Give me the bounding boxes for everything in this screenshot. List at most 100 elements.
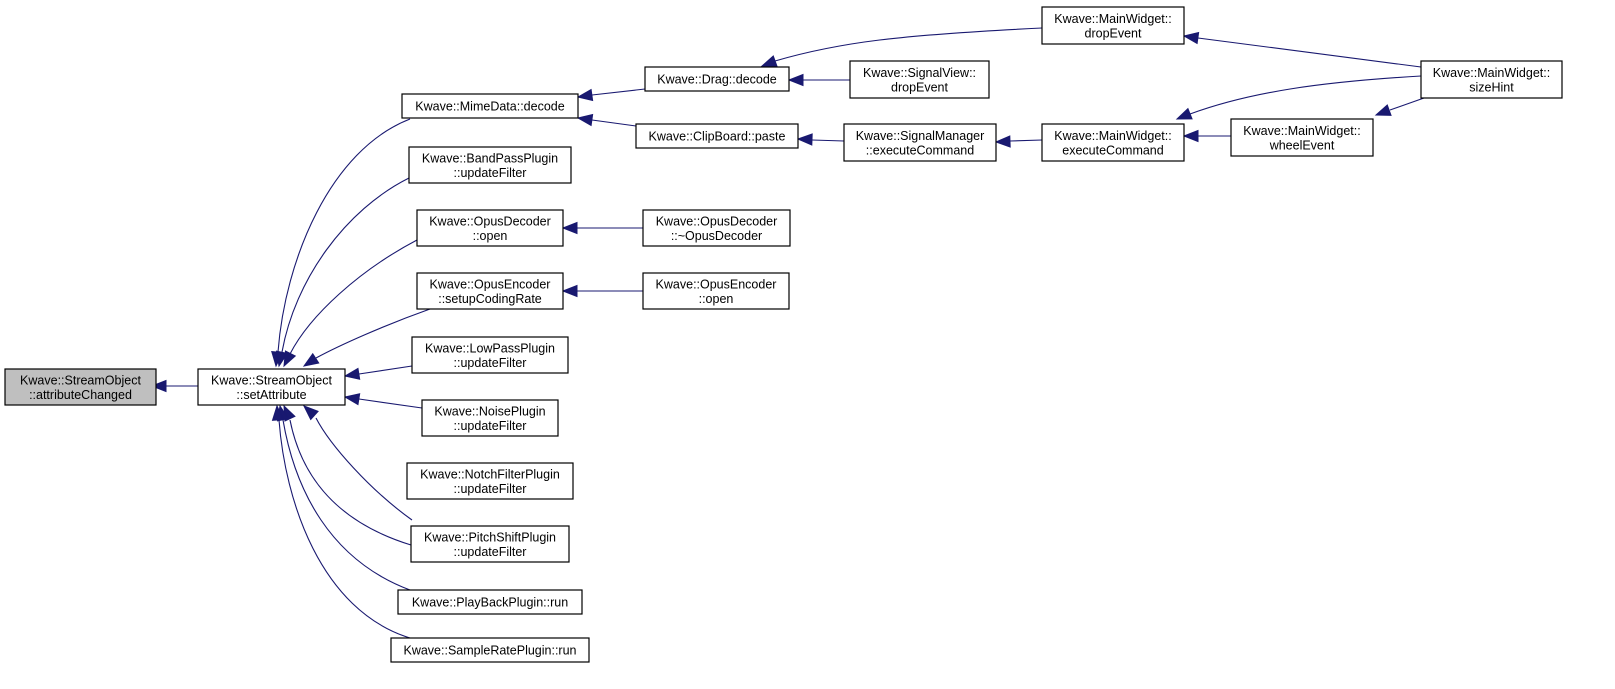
graph-node-smExec[interactable]: Kwave::SignalManager::executeCommand [843,123,997,162]
graph-node-playback[interactable]: Kwave::PlayBackPlugin::run [397,589,583,615]
graph-node-dragDecode[interactable]: Kwave::Drag::decode [644,66,790,92]
edge-line [315,308,431,359]
node-label-line: Kwave::OpusEncoder [430,277,551,291]
arrowhead-icon [760,55,778,67]
edge-line [591,88,646,96]
node-box [1230,118,1374,157]
node-label-line: ::setAttribute [236,388,306,402]
node-label-line: Kwave::SignalManager [856,129,985,143]
node-label-line: dropEvent [891,80,949,94]
node-label-line: Kwave::NoisePlugin [434,404,545,418]
edge-line [281,177,410,353]
node-label-line: Kwave::StreamObject [211,373,332,387]
graph-node-clipPaste[interactable]: Kwave::ClipBoard::paste [635,123,799,149]
node-label-line: executeCommand [1062,143,1163,157]
node-box [390,637,590,663]
graph-node-mwDrop[interactable]: Kwave::MainWidget::dropEvent [1041,6,1185,45]
call-edge-noise-to-setAttribute [343,393,423,409]
graph-node-mwExec[interactable]: Kwave::MainWidget::executeCommand [1041,123,1185,162]
graph-node-noise[interactable]: Kwave::NoisePlugin::updateFilter [421,399,559,437]
node-label-line: Kwave::SignalView:: [863,66,976,80]
node-label-line: Kwave::SampleRatePlugin::run [403,644,576,658]
node-label-line: wheelEvent [1269,138,1335,152]
node-label-line: ::updateFilter [454,545,527,559]
graph-node-mwWheel[interactable]: Kwave::MainWidget::wheelEvent [1230,118,1374,157]
edge-line [289,419,412,546]
call-edge-notch-to-setAttribute [302,405,413,521]
node-box [411,336,569,374]
node-label-line: ::updateFilter [454,166,527,180]
call-edge-pitch-to-setAttribute [283,404,412,546]
node-box [1041,6,1185,45]
edge-line [358,398,423,409]
edge-line [358,365,413,375]
arrowhead-icon [343,393,361,406]
call-edge-clipPaste-to-mimeDecode [576,113,637,127]
node-label-line: ::executeCommand [866,143,974,157]
graph-node-samplerate[interactable]: Kwave::SampleRatePlugin::run [390,637,590,663]
graph-node-attributeChanged: Kwave::StreamObject::attributeChanged [4,368,157,406]
call-edge-svDrop-to-dragDecode [787,73,850,87]
arrowhead-icon [343,367,361,380]
node-box [849,60,990,99]
edge-line [1189,75,1422,115]
graph-node-bandPass[interactable]: Kwave::BandPassPlugin::updateFilter [408,146,572,184]
edge-line [1197,37,1422,68]
node-label-line: Kwave::MainWidget:: [1054,129,1171,143]
call-edge-mwSize-to-mwWheel [1374,97,1425,116]
node-box [1041,123,1185,162]
node-label-line: Kwave::ClipBoard::paste [649,130,786,144]
call-edge-lowPass-to-setAttribute [343,365,413,380]
edge-line [277,118,411,353]
graph-node-opusEncOpen[interactable]: Kwave::OpusEncoder::open [642,272,790,310]
node-box [401,93,579,119]
edge-line [591,119,637,127]
arrowhead-icon [561,221,578,235]
node-label-line: ::open [699,292,734,306]
node-label-line: Kwave::OpusDecoder [656,214,778,228]
node-box [635,123,799,149]
edges-layer [150,27,1425,639]
arrowhead-icon [302,405,319,421]
arrowhead-icon [561,284,578,298]
graph-node-svDrop[interactable]: Kwave::SignalView::dropEvent [849,60,990,99]
node-box [644,66,790,92]
call-edge-opusDecOpen-to-setAttribute [283,239,418,368]
node-box [416,209,564,247]
node-box [4,368,157,406]
arrowhead-icon [787,73,804,87]
call-edge-dragDecode-to-mimeDecode [576,88,646,102]
arrowhead-icon [796,133,813,146]
graph-node-mimeDecode[interactable]: Kwave::MimeData::decode [401,93,579,119]
graph-node-mwSize[interactable]: Kwave::MainWidget::sizeHint [1420,60,1563,99]
arrowhead-icon [994,135,1011,148]
call-edge-mimeDecode-to-setAttribute [271,118,411,368]
graph-node-setAttribute[interactable]: Kwave::StreamObject::setAttribute [197,368,346,406]
node-label-line: ::attributeChanged [29,388,132,402]
node-label-line: Kwave::BandPassPlugin [422,151,558,165]
node-label-line: ::updateFilter [454,482,527,496]
node-label-line: Kwave::MainWidget:: [1433,66,1550,80]
node-label-line: Kwave::OpusDecoder [429,214,551,228]
call-edge-mwWheel-to-mwExec [1182,129,1231,143]
edge-line [811,139,845,142]
node-label-line: Kwave::LowPassPlugin [425,341,555,355]
graph-node-opusDecDtor[interactable]: Kwave::OpusDecoder::~OpusDecoder [642,209,791,247]
node-box [843,123,997,162]
call-edge-opusEncRate-to-setAttribute [302,308,431,367]
graph-node-pitch[interactable]: Kwave::PitchShiftPlugin::updateFilter [410,525,570,563]
edge-line [289,239,418,355]
node-label-line: Kwave::PitchShiftPlugin [424,530,556,544]
node-label-line: Kwave::MainWidget:: [1054,12,1171,26]
graph-node-opusDecOpen[interactable]: Kwave::OpusDecoder::open [416,209,564,247]
node-label-line: Kwave::Drag::decode [657,73,777,87]
call-edge-smExec-to-clipPaste [796,133,845,146]
arrowhead-icon [576,88,594,102]
node-label-line: ::updateFilter [454,419,527,433]
edge-line [315,417,413,521]
arrowhead-icon [271,404,285,421]
graph-node-notch[interactable]: Kwave::NotchFilterPlugin::updateFilter [406,462,574,500]
call-edge-samplerate-to-setAttribute [271,404,411,639]
graph-node-opusEncRate[interactable]: Kwave::OpusEncoder::setupCodingRate [416,272,564,310]
graph-node-lowPass[interactable]: Kwave::LowPassPlugin::updateFilter [411,336,569,374]
